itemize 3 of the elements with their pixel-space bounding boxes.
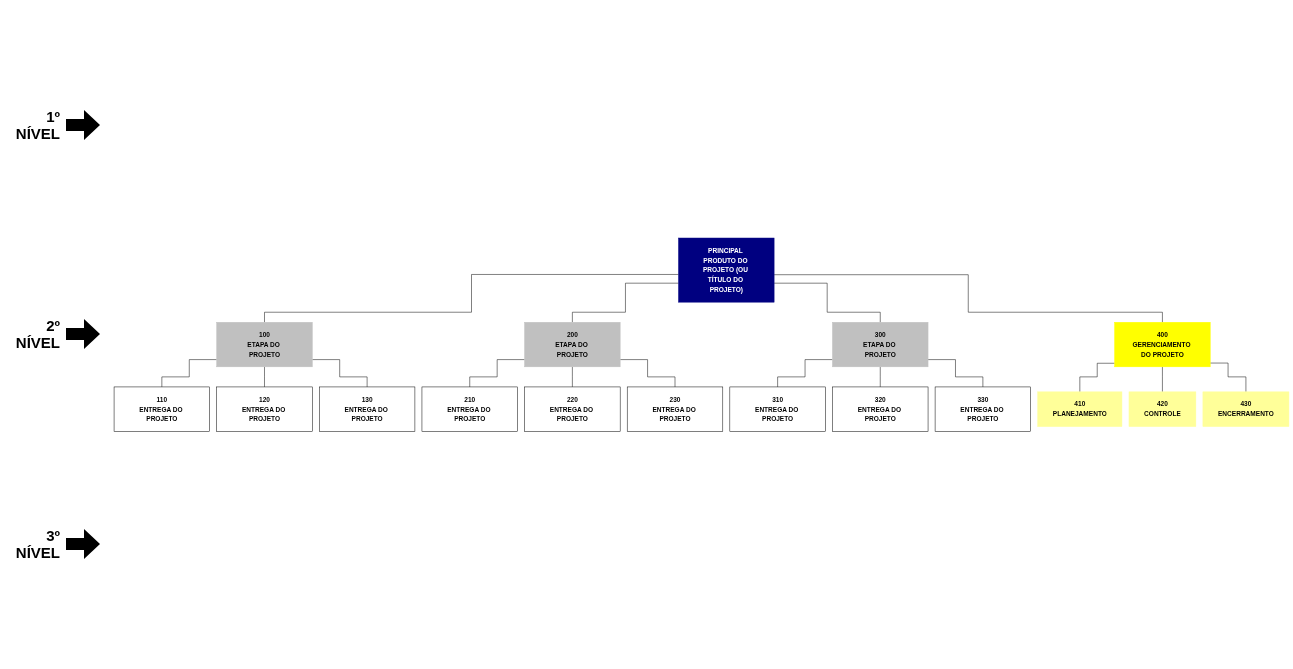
level-label: 1º NÍVEL [14,107,60,142]
level-label: 2º NÍVEL [14,317,60,352]
level-label: 3º NÍVEL [14,527,60,562]
